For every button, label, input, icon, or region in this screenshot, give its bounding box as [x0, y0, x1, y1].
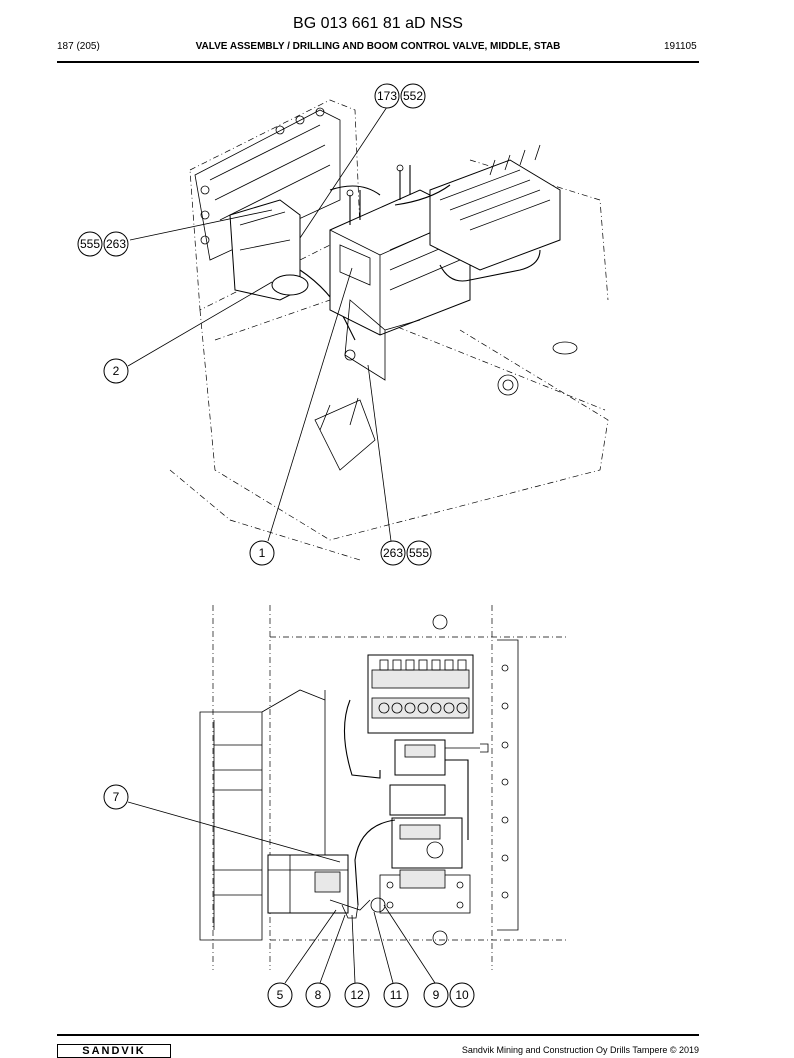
- document-number: BG 013 661 81 aD NSS: [293, 15, 463, 32]
- callout-555-upper: 555: [77, 231, 103, 257]
- date-code: 191105: [664, 41, 697, 52]
- footer-copyright: Sandvik Mining and Construction Oy Drill…: [461, 1045, 699, 1055]
- svg-text:7: 7: [113, 790, 120, 804]
- isometric-view: [169, 99, 609, 561]
- callout-12: 12: [344, 982, 370, 1008]
- callout-2: 2: [103, 358, 129, 384]
- callout-5: 5: [267, 982, 293, 1008]
- header-rule: [57, 61, 699, 63]
- callout-11: 11: [383, 982, 409, 1008]
- svg-text:2: 2: [113, 364, 120, 378]
- svg-text:10: 10: [455, 988, 469, 1002]
- callout-10: 10: [449, 982, 475, 1008]
- svg-text:555: 555: [409, 546, 429, 560]
- svg-text:555: 555: [80, 237, 100, 251]
- svg-text:5: 5: [277, 988, 284, 1002]
- svg-text:11: 11: [390, 988, 403, 1002]
- svg-text:263: 263: [106, 237, 126, 251]
- callout-7: 7: [103, 784, 129, 810]
- footer-rule: [57, 1034, 699, 1036]
- svg-text:263: 263: [383, 546, 403, 560]
- callout-1: 1: [249, 540, 275, 566]
- plan-view: [199, 605, 568, 970]
- leader-lines: [127, 106, 436, 984]
- callout-9: 9: [423, 982, 449, 1008]
- callout-263-lower: 263: [380, 540, 406, 566]
- callout-552: 552: [400, 83, 426, 109]
- page-number: 187 (205): [57, 41, 100, 52]
- callout-173: 173: [374, 83, 400, 109]
- callout-555-lower: 555: [406, 540, 432, 566]
- company-logo: SANDVIK: [57, 1044, 171, 1058]
- svg-text:8: 8: [315, 988, 322, 1002]
- callout-8: 8: [305, 982, 331, 1008]
- callout-263-upper: 263: [103, 231, 129, 257]
- svg-text:1: 1: [259, 546, 266, 560]
- section-title: VALVE ASSEMBLY / DRILLING AND BOOM CONTR…: [195, 41, 561, 52]
- svg-text:12: 12: [350, 988, 364, 1002]
- svg-text:173: 173: [377, 89, 397, 103]
- svg-text:552: 552: [403, 89, 423, 103]
- svg-text:9: 9: [433, 988, 440, 1002]
